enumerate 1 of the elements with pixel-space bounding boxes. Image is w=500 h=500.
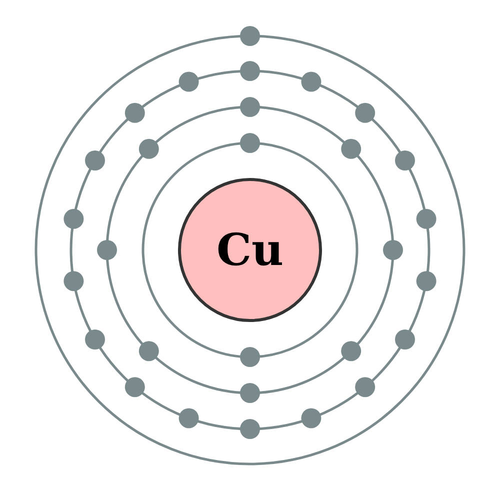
element-symbol: Cu bbox=[216, 224, 284, 276]
